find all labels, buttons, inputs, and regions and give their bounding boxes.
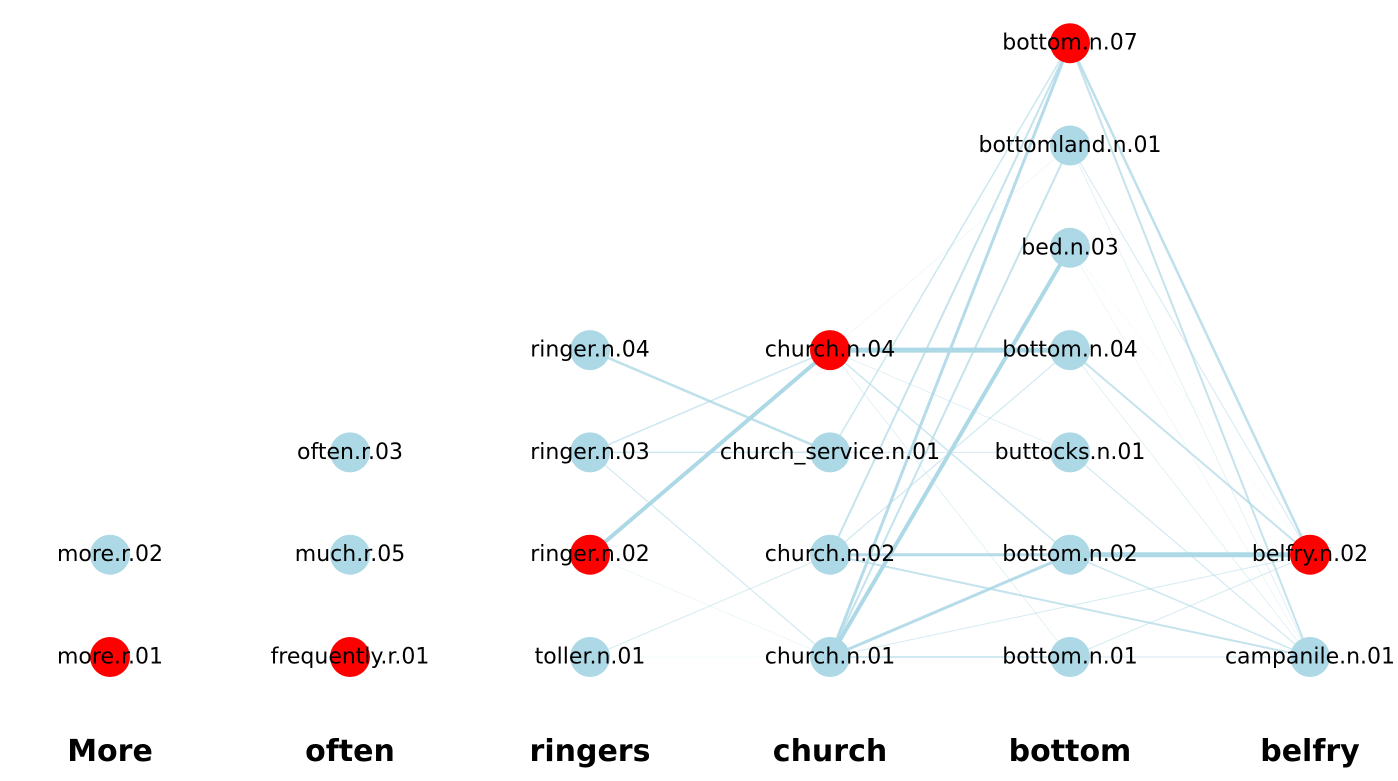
column-label-often: often xyxy=(305,734,395,769)
node-label-bottom-n-02: bottom.n.02 xyxy=(1002,542,1138,567)
edge-bottom-n-01-belfry-n-02 xyxy=(1069,554,1311,658)
node-label-bed-n-03: bed.n.03 xyxy=(1021,235,1118,260)
edge-layer xyxy=(588,41,1313,659)
node-label-church-n-01: church.n.01 xyxy=(765,645,896,670)
edge-bottom-n-04-campanile-n-01 xyxy=(1069,349,1311,658)
node-much-r-05 xyxy=(330,534,370,575)
edge-bottom-n-07-belfry-n-02 xyxy=(1068,41,1312,556)
node-label-frequently-r-01: frequently.r.01 xyxy=(271,645,430,670)
node-label-church-n-02: church.n.02 xyxy=(765,542,896,567)
column-label-layer: More often ringers church bottom belfry xyxy=(67,734,1360,769)
node-ringer-n-04 xyxy=(570,330,610,371)
node-layer xyxy=(90,23,1330,677)
node-label-toller-n-01: toller.n.01 xyxy=(535,645,646,670)
column-label-bottom: bottom xyxy=(1009,734,1132,769)
node-label-bottom-n-04: bottom.n.04 xyxy=(1002,338,1138,363)
node-bottom-n-02 xyxy=(1050,534,1090,575)
column-label-church: church xyxy=(773,734,887,769)
edge-church-n-01-bottomland-n-01 xyxy=(829,144,1071,658)
node-label-much-r-05: much.r.05 xyxy=(295,542,405,567)
edge-ringer-n-03-church-n-01 xyxy=(589,451,831,658)
node-campanile-n-01 xyxy=(1290,637,1330,677)
node-bottomland-n-01 xyxy=(1050,125,1090,166)
edge-church-n-01-bottom-n-07 xyxy=(828,41,1072,659)
node-label-bottom-n-01: bottom.n.01 xyxy=(1002,645,1138,670)
edge-church-n-02-bottom-n-07 xyxy=(829,42,1071,556)
node-label-church-n-04: church.n.04 xyxy=(765,338,896,363)
edge-toller-n-01-church-n-02 xyxy=(589,554,831,658)
edge-bed-n-03-belfry-n-02 xyxy=(1069,247,1311,555)
edge-ringer-n-02-church-n-04 xyxy=(588,348,832,557)
node-ringer-n-03 xyxy=(570,432,610,473)
node-label-campanile-n-01: campanile.n.01 xyxy=(1225,645,1395,670)
node-church-n-04 xyxy=(810,330,850,371)
edge-church-service-n-01-bottom-n-07 xyxy=(829,42,1071,454)
node-bed-n-03 xyxy=(1050,227,1090,268)
node-label-bottom-n-07: bottom.n.07 xyxy=(1002,31,1138,56)
column-label-ringers: ringers xyxy=(530,734,651,769)
node-church-n-01 xyxy=(810,637,850,677)
edge-bottom-n-04-belfry-n-02 xyxy=(1069,349,1311,556)
node-label-more-r-01: more.r.01 xyxy=(57,645,163,670)
node-label-layer: more.r.02 more.r.01 often.r.03 much.r.05 fre… xyxy=(57,31,1395,670)
node-belfry-n-02 xyxy=(1290,534,1330,575)
node-church-service-n-01 xyxy=(810,432,850,473)
node-buttocks-n-01 xyxy=(1050,432,1090,473)
node-label-belfry-n-02: belfry.n.02 xyxy=(1252,542,1368,567)
column-label-belfry: belfry xyxy=(1260,734,1360,769)
node-more-r-01 xyxy=(90,637,130,677)
node-label-ringer-n-02: ringer.n.02 xyxy=(530,542,650,567)
edge-church-n-01-belfry-n-02 xyxy=(829,554,1311,658)
node-bottom-n-07 xyxy=(1050,23,1090,64)
node-often-r-03 xyxy=(330,432,370,473)
edge-church-n-04-bottom-n-01 xyxy=(829,349,1071,658)
node-toller-n-01 xyxy=(570,637,610,677)
node-label-ringer-n-03: ringer.n.03 xyxy=(530,440,650,465)
node-frequently-r-01 xyxy=(330,637,370,677)
node-label-often-r-03: often.r.03 xyxy=(297,440,403,465)
node-ringer-n-02 xyxy=(570,534,610,575)
node-label-church-service-n-01: church_service.n.01 xyxy=(720,440,940,465)
node-label-buttocks-n-01: buttocks.n.01 xyxy=(995,440,1146,465)
edge-bottomland-n-01-belfry-n-02 xyxy=(1069,145,1311,556)
node-label-ringer-n-04: ringer.n.04 xyxy=(530,338,650,363)
node-bottom-n-01 xyxy=(1050,637,1090,677)
node-label-more-r-02: more.r.02 xyxy=(57,542,163,567)
edge-church-n-01-bottom-n-02 xyxy=(828,553,1072,659)
edge-ringer-n-03-church-n-04 xyxy=(589,349,831,454)
node-more-r-02 xyxy=(90,534,130,575)
node-label-bottomland-n-01: bottomland.n.01 xyxy=(979,133,1162,158)
column-label-more: More xyxy=(67,734,153,769)
node-bottom-n-04 xyxy=(1050,330,1090,371)
edge-church-n-01-bed-n-03 xyxy=(828,245,1072,659)
node-church-n-02 xyxy=(810,534,850,575)
